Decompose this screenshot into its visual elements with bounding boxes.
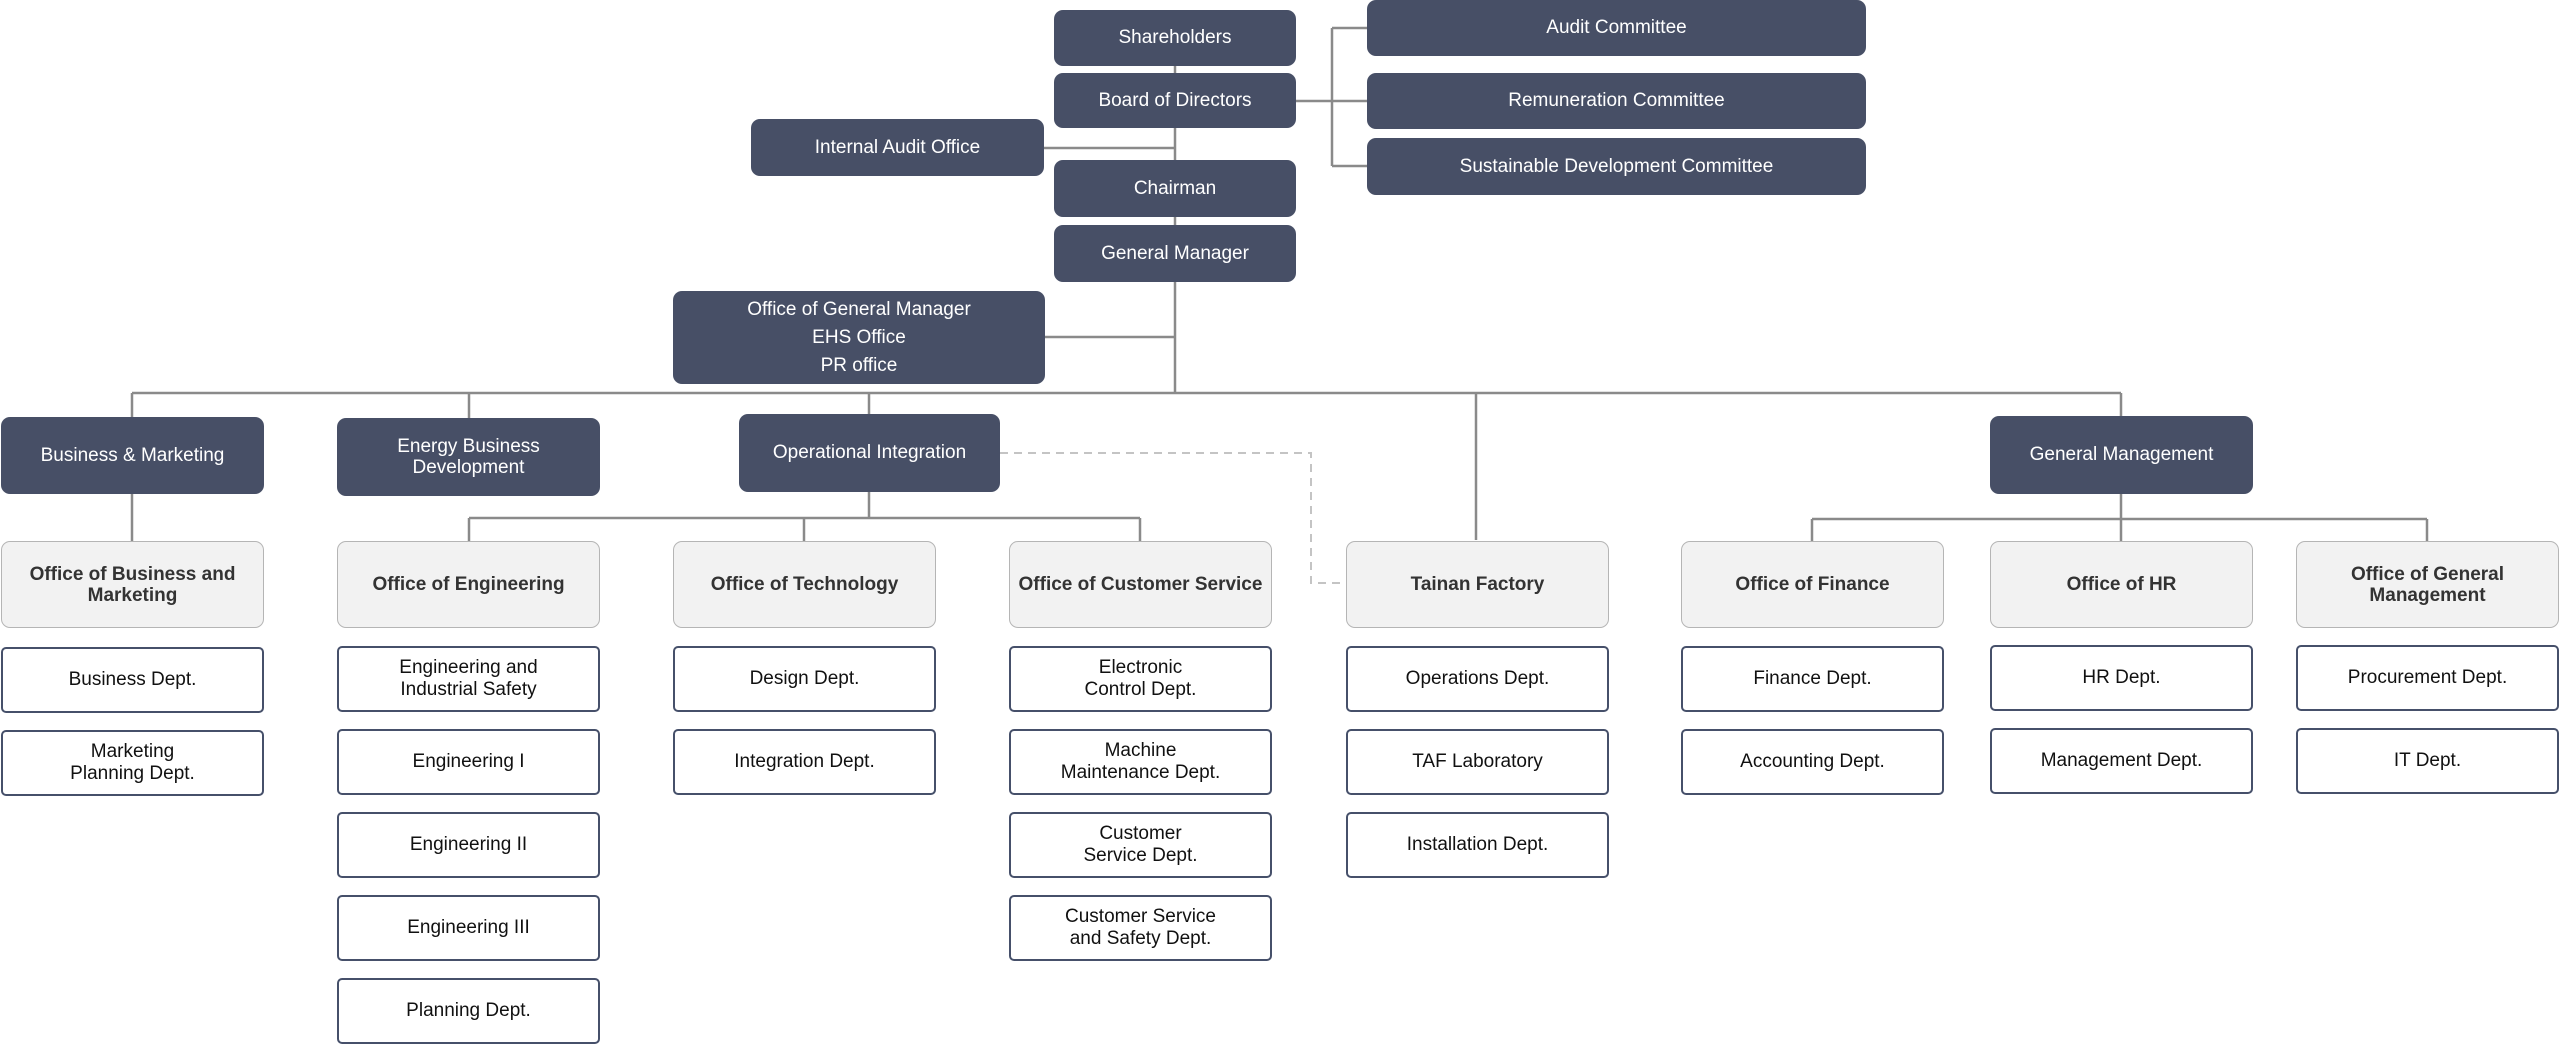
engineering-i-dept: Engineering I	[337, 729, 600, 795]
it-dept: IT Dept.	[2296, 728, 2559, 794]
engineering-iii-dept: Engineering III	[337, 895, 600, 961]
design-dept: Design Dept.	[673, 646, 936, 712]
office-of-customer-service: Office of Customer Service	[1009, 541, 1272, 628]
office-of-engineering: Office of Engineering	[337, 541, 600, 628]
office-of-general-manager-box: Office of General Manager EHS Office PR …	[673, 291, 1045, 384]
shareholders-box: Shareholders	[1054, 10, 1296, 66]
machine-maintenance-dept: Machine Maintenance Dept.	[1009, 729, 1272, 795]
energy-business-development-division: Energy Business Development	[337, 418, 600, 496]
planning-dept: Planning Dept.	[337, 978, 600, 1044]
board-of-directors-box: Board of Directors	[1054, 73, 1296, 128]
office-of-finance: Office of Finance	[1681, 541, 1944, 628]
audit-committee-box: Audit Committee	[1367, 0, 1866, 56]
office-of-business-and-marketing: Office of Business and Marketing	[1, 541, 264, 628]
business-marketing-division: Business & Marketing	[1, 417, 264, 494]
installation-dept: Installation Dept.	[1346, 812, 1609, 878]
engineering-and-industrial-safety-dept: Engineering and Industrial Safety	[337, 646, 600, 712]
electronic-control-dept: Electronic Control Dept.	[1009, 646, 1272, 712]
chairman-box: Chairman	[1054, 160, 1296, 217]
office-of-general-management: Office of General Management	[2296, 541, 2559, 628]
general-manager-box: General Manager	[1054, 225, 1296, 282]
hr-dept: HR Dept.	[1990, 645, 2253, 711]
marketing-planning-dept: Marketing Planning Dept.	[1, 730, 264, 796]
sustainable-development-committee-box: Sustainable Development Committee	[1367, 138, 1866, 195]
taf-laboratory: TAF Laboratory	[1346, 729, 1609, 795]
internal-audit-office-box: Internal Audit Office	[751, 119, 1044, 176]
finance-dept: Finance Dept.	[1681, 646, 1944, 712]
operational-integration-division: Operational Integration	[739, 414, 1000, 492]
management-dept: Management Dept.	[1990, 728, 2253, 794]
procurement-dept: Procurement Dept.	[2296, 645, 2559, 711]
accounting-dept: Accounting Dept.	[1681, 729, 1944, 795]
general-management-division: General Management	[1990, 416, 2253, 494]
office-of-technology: Office of Technology	[673, 541, 936, 628]
customer-service-and-safety-dept: Customer Service and Safety Dept.	[1009, 895, 1272, 961]
engineering-ii-dept: Engineering II	[337, 812, 600, 878]
integration-dept: Integration Dept.	[673, 729, 936, 795]
remuneration-committee-box: Remuneration Committee	[1367, 73, 1866, 129]
operations-dept: Operations Dept.	[1346, 646, 1609, 712]
office-of-hr: Office of HR	[1990, 541, 2253, 628]
customer-service-dept: Customer Service Dept.	[1009, 812, 1272, 878]
tainan-factory: Tainan Factory	[1346, 541, 1609, 628]
business-dept: Business Dept.	[1, 647, 264, 713]
